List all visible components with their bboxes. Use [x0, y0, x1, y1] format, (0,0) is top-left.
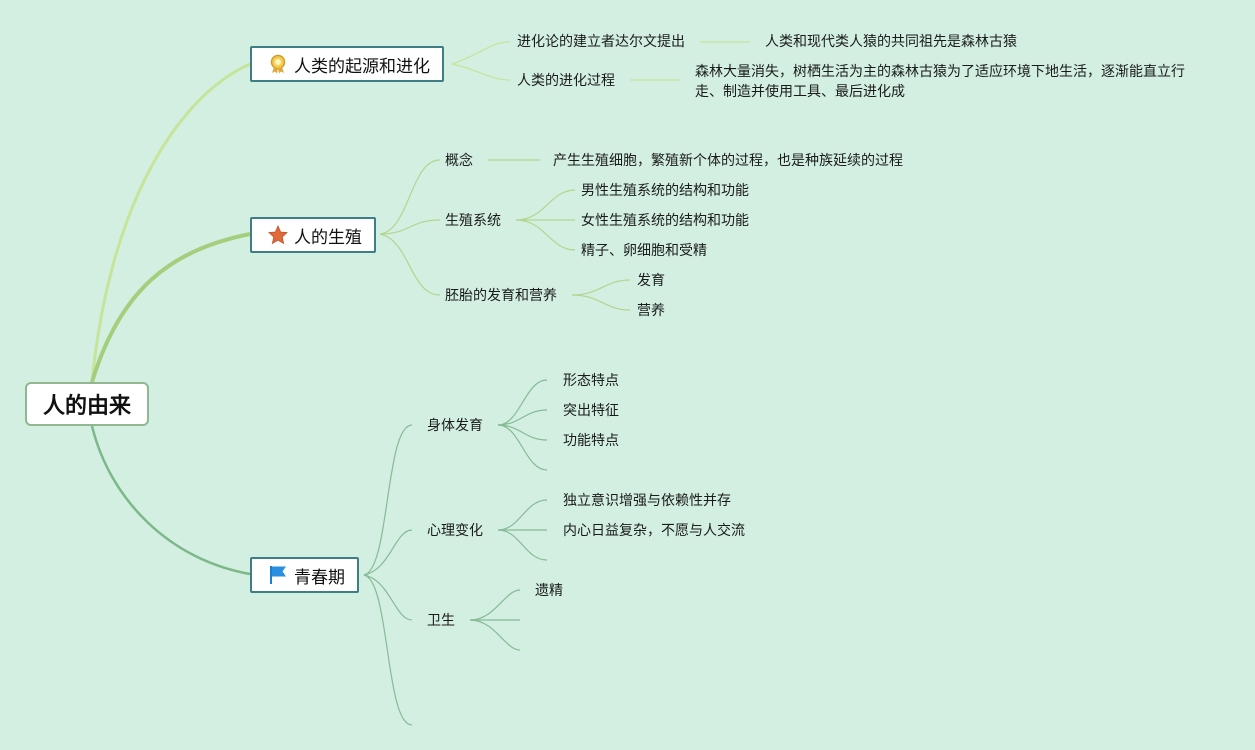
connector-root-puberty	[90, 425, 251, 576]
reproduction-system-item[interactable]: 女性生殖系统的结构和功能	[581, 213, 749, 229]
reproduction-system-item[interactable]: 男性生殖系统的结构和功能	[581, 183, 749, 199]
reproduction-embryo-item[interactable]: 发育	[637, 273, 665, 289]
flag-icon	[268, 565, 288, 585]
puberty-body-item[interactable]: 突出特征	[563, 403, 619, 419]
root-topic[interactable]: 人的由来	[25, 382, 149, 426]
origin-darwin[interactable]: 进化论的建立者达尔文提出	[517, 34, 685, 50]
topic-reproduction-label: 人的生殖	[294, 227, 362, 248]
reproduction-embryo[interactable]: 胚胎的发育和营养	[445, 288, 557, 304]
puberty-body[interactable]: 身体发育	[427, 418, 483, 434]
origin-darwin-detail[interactable]: 人类和现代类人猿的共同祖先是森林古猿	[765, 34, 1017, 50]
connector-root-reproduction	[90, 232, 251, 383]
reproduction-system-item[interactable]: 精子、卵细胞和受精	[581, 243, 707, 259]
puberty-hygiene-item[interactable]: 遗精	[535, 583, 563, 599]
puberty-hygiene[interactable]: 卫生	[427, 613, 455, 629]
puberty-body-item[interactable]: 形态特点	[563, 373, 619, 389]
connector-root-origin	[90, 62, 251, 383]
puberty-body-item[interactable]: 功能特点	[563, 433, 619, 449]
origin-process[interactable]: 人类的进化过程	[517, 73, 615, 89]
puberty-mind-item[interactable]: 独立意识增强与依赖性并存	[563, 493, 731, 509]
reproduction-concept[interactable]: 概念	[445, 153, 473, 169]
topic-puberty[interactable]: 青春期	[250, 557, 359, 593]
star-icon	[268, 225, 288, 245]
reproduction-embryo-item[interactable]: 营养	[637, 303, 665, 319]
topic-origin[interactable]: 人类的起源和进化	[250, 46, 444, 82]
reproduction-concept-detail[interactable]: 产生生殖细胞，繁殖新个体的过程，也是种族延续的过程	[553, 153, 903, 169]
puberty-mind-item[interactable]: 内心日益复杂，不愿与人交流	[563, 523, 745, 539]
award-medal-icon	[268, 54, 288, 74]
root-label: 人的由来	[42, 394, 131, 419]
origin-process-detail[interactable]: 森林大量消失，树栖生活为主的森林古猿为了适应环境下地生活，逐渐能直立行走、制造并…	[695, 64, 1185, 100]
topic-reproduction[interactable]: 人的生殖	[250, 217, 376, 253]
reproduction-system[interactable]: 生殖系统	[445, 213, 501, 229]
puberty-mind[interactable]: 心理变化	[427, 523, 483, 539]
topic-origin-label: 人类的起源和进化	[294, 56, 430, 77]
topic-puberty-label: 青春期	[294, 567, 345, 588]
